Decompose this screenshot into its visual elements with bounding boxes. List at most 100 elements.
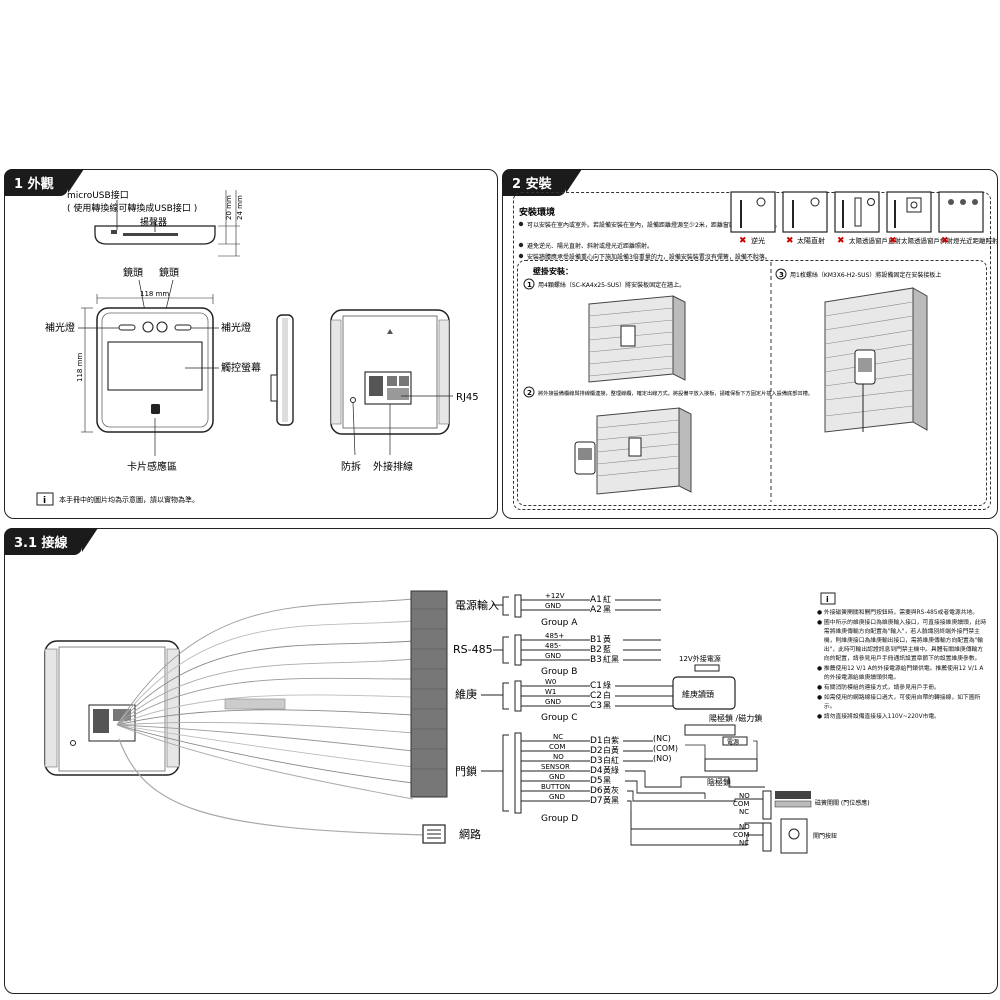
env-icon-lamp-close: ✖ 燈光近距離照射 xyxy=(938,191,997,246)
appearance-diagram: microUSB接口 ( 使用轉換線可轉換成USB接口 ) 揚聲器 20 mm … xyxy=(36,189,479,506)
svg-text:NC: NC xyxy=(739,839,749,847)
svg-text:C1: C1 xyxy=(590,681,602,691)
svg-text:COM: COM xyxy=(733,800,749,808)
group-d: NC COM NO SENSOR GND BUTTON GND D1 D2 D3… xyxy=(502,732,619,824)
env-icon-window-oblique: ✖ 太陽透過窗戶斜射 xyxy=(886,191,954,246)
env-icon-window-direct: ✖ 太陽透過窗戶直射 xyxy=(834,191,902,246)
svg-text:GND: GND xyxy=(549,793,565,801)
wiring-notes: ● 外接磁簧開關和開門按鈕時，需要與RS-485或者電源共地。 ● 圖中所示的維… xyxy=(817,609,987,723)
exit-button-label: 開門按鈕 xyxy=(813,832,837,840)
svg-text:GND: GND xyxy=(545,652,561,660)
group-c-title: 維庚 xyxy=(455,687,477,701)
svg-text:NC: NC xyxy=(739,808,749,816)
appearance-panel: 1 外觀 microUSB接口 ( 使用轉換線可轉換成USB接口 ) 揚聲器 2… xyxy=(4,169,498,519)
note-1: ● 外接磁簧開關和開門按鈕時，需要與RS-485或者電源共地。 xyxy=(817,610,979,616)
svg-text:NO: NO xyxy=(553,753,564,761)
svg-text:D4: D4 xyxy=(590,766,603,776)
card-area xyxy=(151,404,160,414)
svg-text:白: 白 xyxy=(603,690,611,700)
group-a: +12V GND A1 A2 紅 黑 Group A xyxy=(502,592,661,628)
camera-label-2: 鏡頭 xyxy=(159,266,179,279)
svg-text:485+: 485+ xyxy=(545,632,564,640)
cathode-lock-body xyxy=(704,758,758,772)
tamper-label: 防拆 xyxy=(341,460,361,473)
lock-title: 陽極鎖 /磁力鎖 xyxy=(709,713,762,723)
brick-wall-3 xyxy=(824,287,928,433)
cathode-lock-label: 陰極鎖 xyxy=(707,777,731,787)
lock-nc-label: (NC) xyxy=(653,734,671,743)
exit-button-terminal: NO COM NC 開門按鈕 xyxy=(733,818,837,854)
svg-text:1: 1 xyxy=(527,281,532,289)
svg-text:A1: A1 xyxy=(590,595,602,605)
svg-text:COM: COM xyxy=(549,743,565,751)
installation-panel: 2 安裝 安裝環境 可以安裝在室內或室外。若設備安裝在室內，設備距離燈源至少2米… xyxy=(502,169,998,519)
svg-text:+12V: +12V xyxy=(545,592,565,600)
svg-text:D3: D3 xyxy=(590,756,603,766)
svg-text:白黃: 白黃 xyxy=(603,745,619,755)
installation-tab: 2 安裝 xyxy=(502,169,582,196)
lock-power-label: 電源 xyxy=(727,738,739,746)
svg-text:C3: C3 xyxy=(590,701,602,711)
group-b-label: Group B xyxy=(541,667,577,677)
fill-light-left-label: 補光燈 xyxy=(45,321,75,334)
svg-text:逆光: 逆光 xyxy=(751,236,765,245)
tamper-switch xyxy=(350,397,356,403)
wiegand-power-label: 12V外接電源 xyxy=(679,654,721,663)
svg-text:紅黑: 紅黑 xyxy=(603,654,619,664)
svg-text:i: i xyxy=(43,496,46,506)
svg-text:i: i xyxy=(826,595,829,604)
camera-label-1: 鏡頭 xyxy=(123,266,143,279)
svg-text:NO: NO xyxy=(739,823,750,831)
cable-label: 外接排線 xyxy=(373,460,413,473)
info-icon xyxy=(36,492,54,506)
svg-text:485-: 485- xyxy=(545,642,561,650)
svg-text:W1: W1 xyxy=(545,688,556,696)
svg-text:白紫: 白紫 xyxy=(603,735,619,745)
svg-text:藍: 藍 xyxy=(603,644,611,654)
group-c: W0 W1 GND C1 C2 C3 綠 白 黑 Group C xyxy=(502,678,673,723)
svg-text:✖: ✖ xyxy=(837,236,845,246)
magnetic-lock xyxy=(684,724,736,736)
lock-com-label: (COM) xyxy=(653,744,678,753)
camera-1 xyxy=(142,321,154,333)
group-d-title: 門鎖 xyxy=(455,764,477,778)
svg-text:NC: NC xyxy=(553,733,563,741)
appearance-note: 本手冊中的圖片均為示意圖，請以實物為準。 xyxy=(59,495,199,504)
wiring-diagram: 網路 電源輸入 RS-485 維庚 門鎖 +12V GND A1 A2 xyxy=(44,590,870,854)
network-label: 網路 xyxy=(459,827,481,841)
group-b-title: RS-485 xyxy=(453,643,493,656)
svg-text:NO: NO xyxy=(739,792,750,800)
svg-text:D5: D5 xyxy=(590,776,603,786)
brick-wall-1 xyxy=(588,295,686,383)
svg-text:BUTTON: BUTTON xyxy=(541,783,570,791)
touchscreen-label: 觸控螢幕 xyxy=(221,361,261,374)
svg-text:GND: GND xyxy=(549,773,565,781)
wiring-panel: 3.1 接線 網路 xyxy=(4,528,998,994)
width-118-label: 118 mm xyxy=(140,290,169,298)
env-item-3: 安裝牆體應承受設備重心向下施加設備3倍重量的力，設備安裝裝置沒有彈簧，設備不脫落… xyxy=(527,253,771,261)
appearance-tab: 1 外觀 xyxy=(4,169,84,196)
speaker-label: 揚聲器 xyxy=(140,216,167,228)
note-3: ● 推薦使用12 V/1 A的外接電源給門鎖供電。推薦使用12 V/1 A的外接… xyxy=(817,666,984,681)
env-item-1: 可以安裝在室內或室外。若設備安裝在室內，設備距離燈源至少2米，距離窗口及門口至少… xyxy=(527,221,781,229)
svg-text:✖: ✖ xyxy=(786,236,794,246)
svg-text:黃: 黃 xyxy=(603,634,611,644)
wall-mount-box xyxy=(517,260,987,506)
microusb-label: microUSB接口 xyxy=(67,189,129,201)
svg-text:黑: 黑 xyxy=(603,701,611,710)
svg-text:COM: COM xyxy=(733,831,749,839)
group-a-label: Group A xyxy=(541,618,578,628)
cable-bundle xyxy=(116,598,414,800)
wiring-tab: 3.1 接線 xyxy=(4,528,98,555)
dim-24-label: 24 mm xyxy=(236,195,244,220)
terminal-block xyxy=(410,590,448,798)
step-2-text: 將外接設備纜線與排線纜連接，整理線纜，確定出線方式。將設備平放入接板，請確保板下… xyxy=(538,389,813,397)
note-6: ● 請勿直接將設備直接接入110V~220V市電。 xyxy=(817,714,940,720)
svg-text:B1: B1 xyxy=(590,635,602,645)
svg-text:綠: 綠 xyxy=(603,680,611,690)
door-sensor-label: 磁簧開關 (門位感應) xyxy=(815,799,870,807)
svg-text:黃黑: 黃黑 xyxy=(603,795,619,805)
svg-text:✖: ✖ xyxy=(739,236,747,246)
note-5: ● 如需使用的網路線接口過大，可使用自帶的轉接線，如下圖所示。 xyxy=(817,695,981,710)
env-icon-direct-sun: ✖ 太陽直射 xyxy=(782,191,828,246)
